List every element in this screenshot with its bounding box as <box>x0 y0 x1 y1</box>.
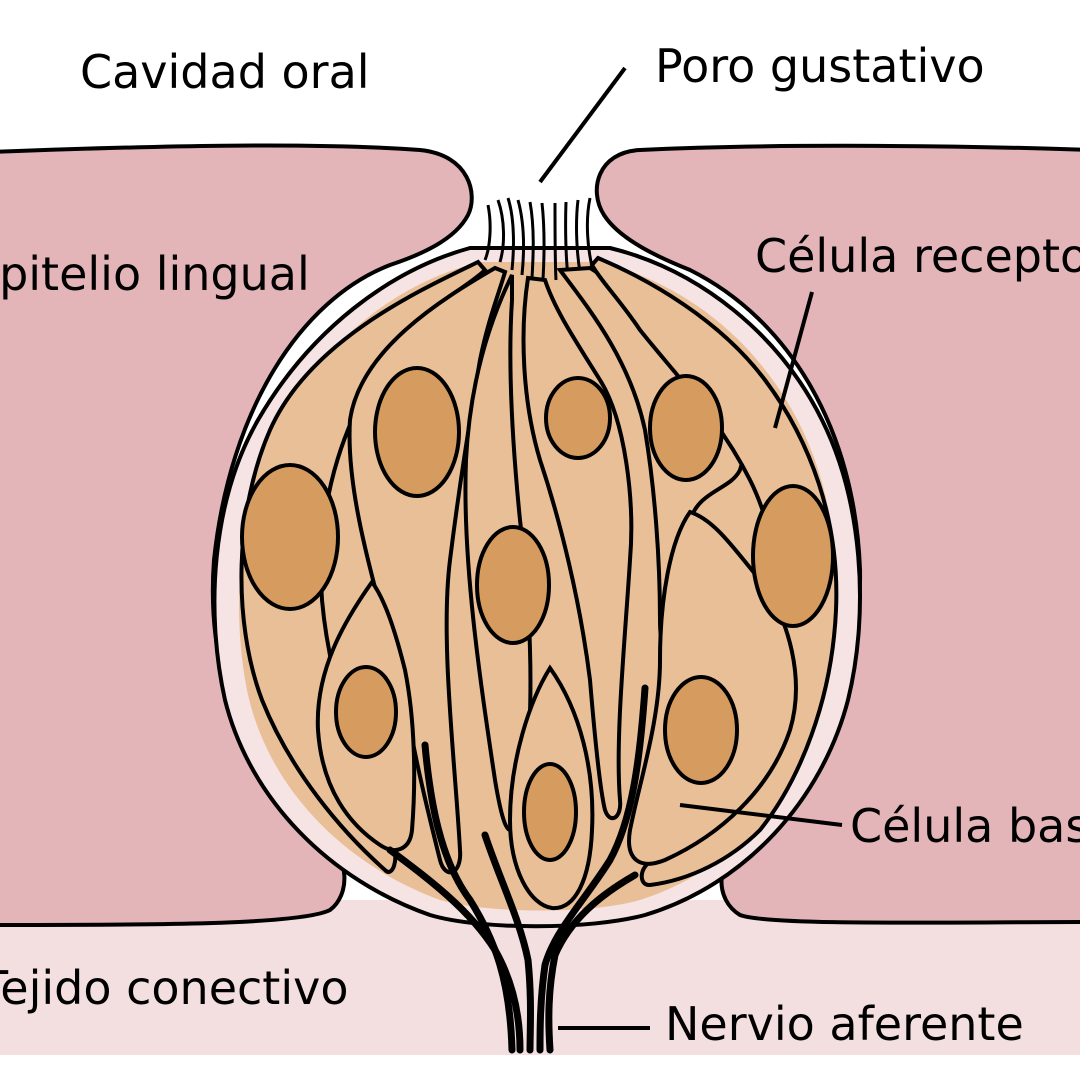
nucleus <box>648 374 724 482</box>
label-connective-tissue: Tejido conectivo <box>0 961 348 1015</box>
label-afferent-nerve: Nervio aferente <box>665 997 1024 1051</box>
leader-lines <box>538 66 843 1030</box>
nucleus <box>751 484 835 628</box>
afferent-nerve-fibers <box>386 684 649 1054</box>
nucleus <box>475 525 551 645</box>
nuclei <box>240 366 835 862</box>
nucleus <box>373 366 461 498</box>
nucleus <box>334 665 398 759</box>
label-oral-cavity: Cavidad oral <box>80 45 370 99</box>
label-lingual-epithelium: Epitelio lingual <box>0 247 310 301</box>
nucleus <box>544 376 612 460</box>
leader-basal-cell <box>679 803 843 827</box>
label-receptor-cell: Célula receptora <box>755 229 1080 283</box>
leader-taste-pore <box>538 66 627 184</box>
nucleus <box>240 463 340 611</box>
label-taste-pore: Poro gustativo <box>655 39 985 93</box>
lingual-epithelium-left <box>0 143 474 927</box>
nucleus <box>522 762 578 862</box>
label-basal-cell: Célula basal <box>850 799 1080 853</box>
nucleus <box>663 675 739 785</box>
lingual-epithelium-right <box>594 143 1080 925</box>
leader-receptor-cell <box>773 291 814 429</box>
